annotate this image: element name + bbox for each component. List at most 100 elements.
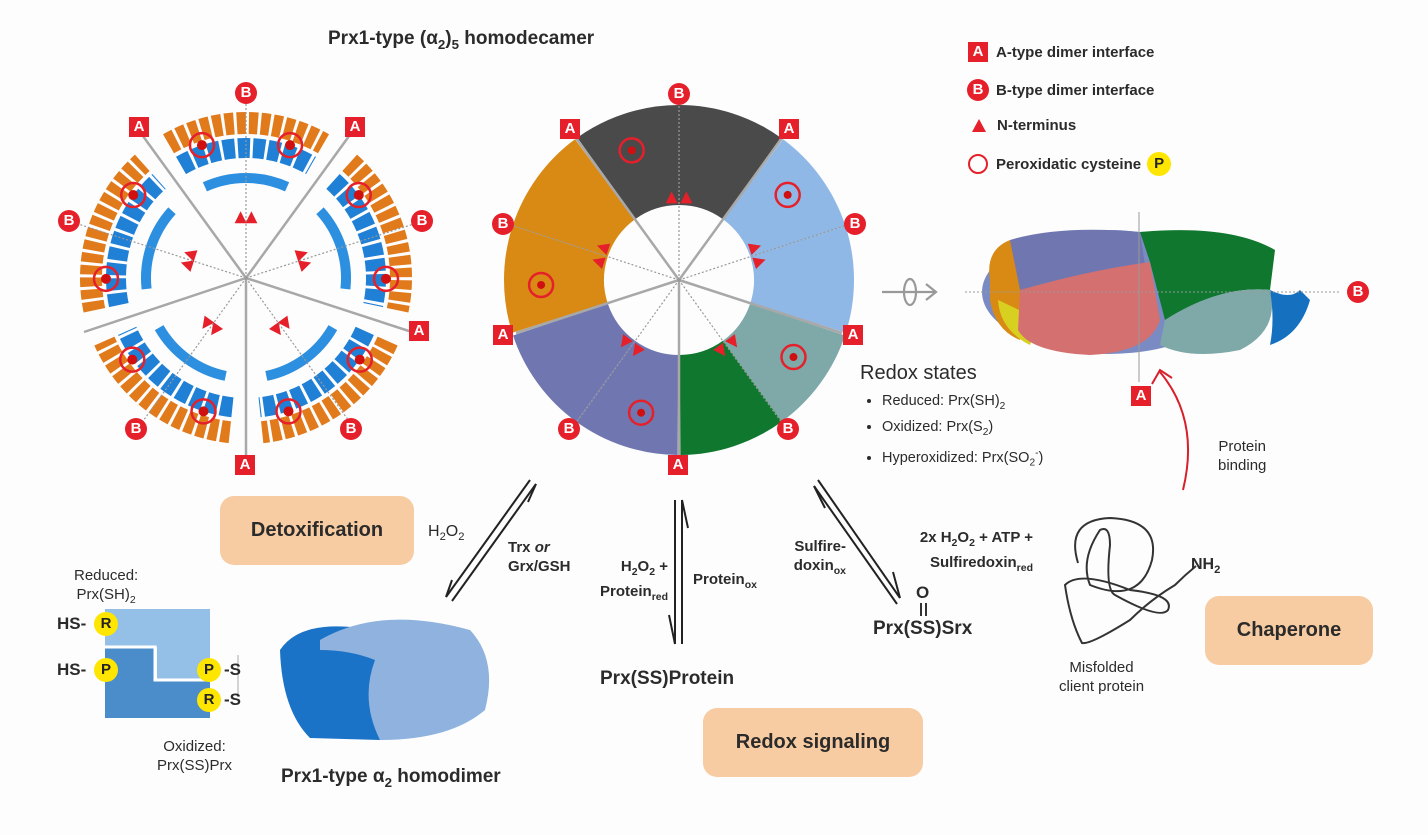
a-interface-marker: A <box>560 119 580 139</box>
legend-item-a-interface: A A-type dimer interface <box>968 42 1154 62</box>
b-circle-icon: B <box>967 79 989 101</box>
peroxidatic-cysteine-ring <box>780 343 807 371</box>
n-terminus-triangle <box>596 243 611 256</box>
peroxidatic-cysteine-ring <box>276 131 304 159</box>
h2o2-label: H2O2 <box>428 523 465 544</box>
decamer-ribbon-structure <box>71 100 421 455</box>
resolving-cys-badge: R <box>197 688 221 712</box>
ribbon-dimer <box>258 315 398 444</box>
rotate-icon <box>882 277 938 307</box>
peroxidatic-cysteine-ring <box>618 137 645 164</box>
n-terminus-triangle <box>592 257 606 270</box>
misfolded-protein <box>1063 516 1197 645</box>
resolving-cys-badge: R <box>94 612 118 636</box>
peroxidatic-cys-badge: P <box>197 658 221 682</box>
peroxidatic-cys-badge: P <box>94 658 118 682</box>
srx-right-label: 2x H2O2 + ATP +Sulfiredoxinred <box>919 529 1033 574</box>
peroxidatic-cysteine-ring <box>774 181 801 209</box>
legend-item-b-interface: B B-type dimer interface <box>967 79 1154 101</box>
n-terminus-triangle <box>294 250 308 262</box>
n-terminus-triangle <box>680 191 693 204</box>
redox-state-item: Oxidized: Prx(S2) <box>882 417 1043 443</box>
hs-r-group: HS- <box>57 614 87 633</box>
ribbon-dimer <box>80 154 198 313</box>
n-terminus-triangle <box>211 321 224 336</box>
n-terminus-triangle <box>620 334 633 348</box>
n-terminus-triangle <box>725 334 738 348</box>
a-interface-marker: A <box>409 321 429 341</box>
n-terminus-triangle <box>752 257 766 270</box>
a-interface-marker: A <box>129 117 149 137</box>
decamer-side-view <box>965 212 1340 382</box>
p-badge-icon: P <box>1147 152 1172 176</box>
prx-ss-protein-product: Prx(SS)Protein <box>600 668 735 689</box>
n-terminus-triangle <box>180 260 195 272</box>
redox-state-item: Reduced: Prx(SH)2 <box>882 391 1043 417</box>
b-interface-marker: B <box>668 83 690 105</box>
n-terminus-triangle <box>268 321 281 336</box>
n-terminus-triangle <box>184 250 198 262</box>
legend-item-n-terminus: N-terminus <box>969 117 1076 134</box>
ribbon-dimer <box>294 154 412 313</box>
a-interface-marker: A <box>843 325 863 345</box>
b-interface-marker: B <box>125 418 147 440</box>
oxidized-label: Oxidized:Prx(SS)Prx <box>157 738 232 774</box>
n-terminus-triangle <box>245 211 258 224</box>
a-interface-marker: A <box>668 455 688 475</box>
double-bond <box>920 603 927 616</box>
spacefill-dimer <box>723 139 854 333</box>
chaperone-pill: Chaperone <box>1205 596 1373 665</box>
spacefill-dimer <box>513 303 679 455</box>
n-terminus-triangle <box>665 191 678 204</box>
b-interface-marker: B <box>492 213 514 235</box>
detoxification-pill: Detoxification <box>220 496 414 565</box>
n-terminus-triangle <box>713 342 726 357</box>
redox-state-item: Hyperoxidized: Prx(SO2-) <box>882 443 1043 474</box>
reaction-arrows <box>445 479 901 645</box>
n-terminus-triangle <box>297 260 312 272</box>
b-axes-middle <box>504 100 854 431</box>
a-interface-marker: A <box>345 117 365 137</box>
redox-states-panel: Redox states Reduced: Prx(SH)2 Oxidized:… <box>860 362 1043 474</box>
a-interface-marker: A <box>235 455 255 475</box>
reduced-label: Reduced:Prx(SH)2 <box>74 567 139 606</box>
redox-states-title: Redox states <box>860 362 977 384</box>
signaling-right-label: Proteinox <box>693 571 757 591</box>
peroxidatic-cysteine-ring <box>119 181 147 209</box>
protein-binding-arrow <box>1151 368 1189 491</box>
b-interface-marker: B <box>844 213 866 235</box>
b-interface-marker: B <box>777 418 799 440</box>
spacefill-dimer <box>679 303 845 455</box>
b-interface-marker: B <box>235 82 257 104</box>
a-interface-marker: A <box>1131 386 1151 406</box>
decamer-title: Prx1-type (α2)5 homodecamer <box>328 28 595 52</box>
hs-p-group: HS- <box>57 660 87 679</box>
b-interface-marker: B <box>58 210 80 232</box>
a-interface-marker: A <box>779 119 799 139</box>
n-terminus-triangle <box>747 243 762 256</box>
spacefill-dimer <box>504 139 635 333</box>
sulfur-label: -S <box>224 660 242 679</box>
b-interface-marker: B <box>1347 281 1369 303</box>
spacefill-ring <box>504 105 854 455</box>
peroxidatic-cysteine-ring <box>190 398 217 425</box>
b-axes <box>71 100 421 429</box>
b-interface-marker: B <box>558 418 580 440</box>
oxygen-label: O <box>916 583 930 602</box>
peroxidatic-cysteine-ring <box>346 346 373 373</box>
srx-left-label: Sulfire-doxinox <box>793 538 846 577</box>
n-terminus-triangle <box>632 342 645 357</box>
sulfur-label: -S <box>224 690 242 709</box>
a-interface-marker: A <box>493 325 513 345</box>
redox-scheme <box>105 609 239 718</box>
a-axes <box>83 131 413 455</box>
dimer-title: Prx1-type α2 homodimer <box>281 766 501 790</box>
signaling-left-label: H2O2 +Proteinred <box>600 558 669 603</box>
peroxidatic-cysteine-ring <box>627 399 655 426</box>
peroxidatic-cysteine-ring <box>119 346 146 373</box>
b-interface-marker: B <box>340 418 362 440</box>
